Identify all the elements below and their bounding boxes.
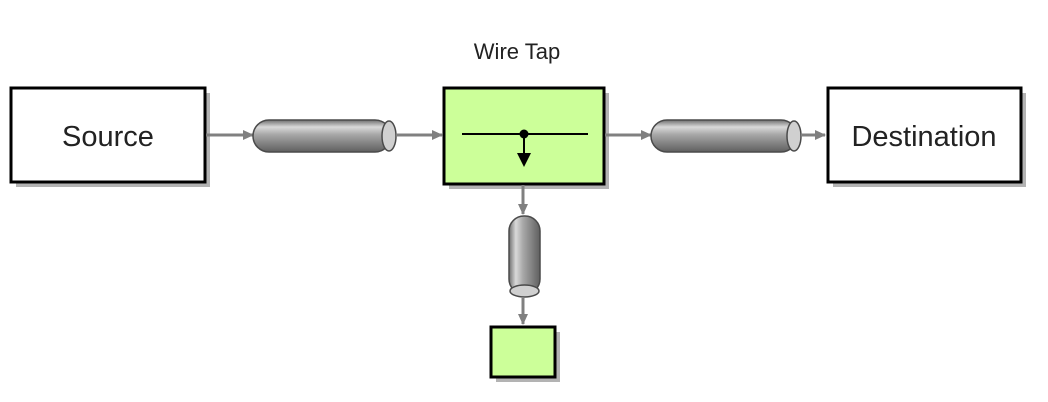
message-channel-output — [650, 119, 802, 153]
message-channel-input — [252, 119, 397, 153]
source-label: Source — [62, 121, 154, 153]
message-channel-tap — [508, 215, 541, 298]
wire-tap-symbol-icon — [462, 129, 588, 167]
source-node: Source — [9, 86, 210, 187]
wire-tap-node — [442, 86, 609, 189]
destination-label: Destination — [851, 121, 996, 153]
destination-node: Destination — [826, 86, 1026, 187]
diagram-title: Wire Tap — [474, 39, 560, 64]
tap-endpoint-node — [489, 325, 560, 382]
